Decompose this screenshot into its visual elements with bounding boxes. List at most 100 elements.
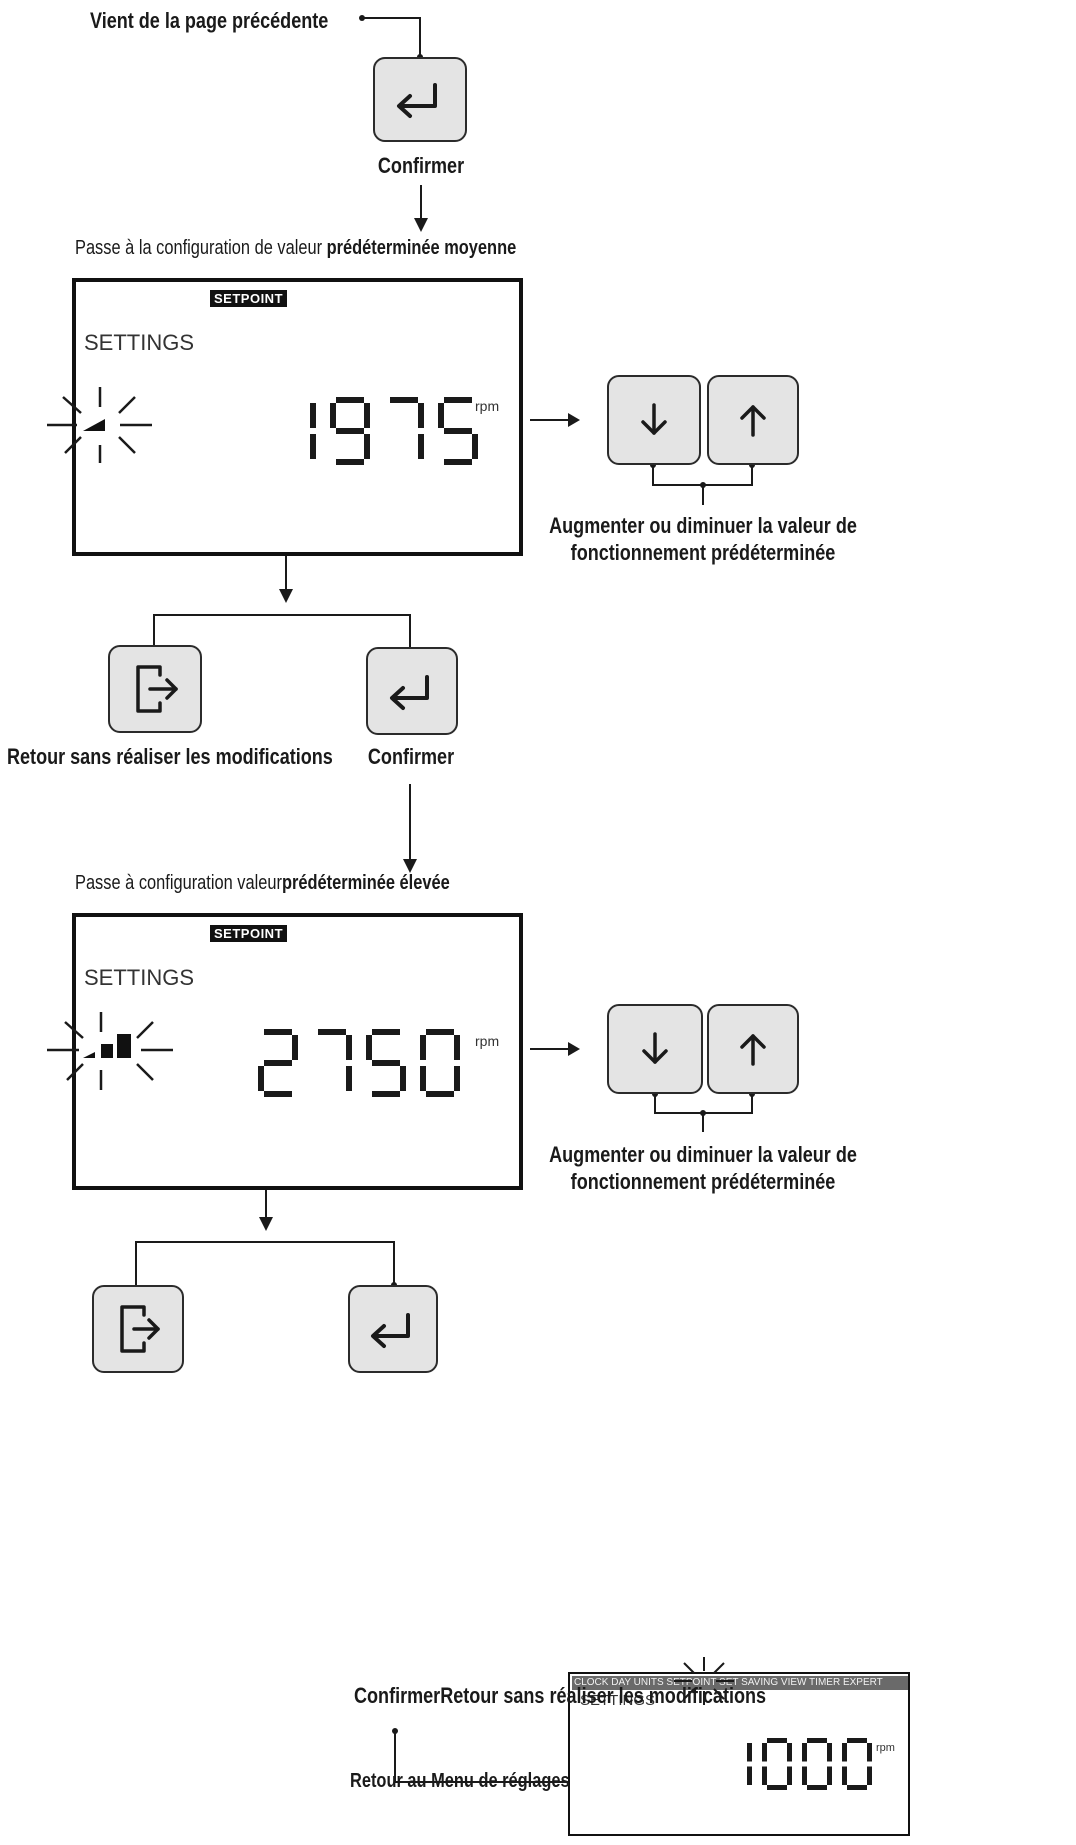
digit-2 [258, 1029, 298, 1097]
segment [747, 1766, 752, 1785]
segment [372, 1091, 400, 1097]
segment [807, 1785, 827, 1790]
digit-7 [318, 1029, 352, 1091]
segment [762, 1743, 767, 1762]
segment [867, 1743, 872, 1762]
segment [420, 1066, 426, 1091]
step1-caption-bold: prédéterminée moyenne [326, 237, 517, 259]
step2-caption: Passe à configuration valeurprédéterminé… [75, 872, 450, 895]
segment [390, 397, 418, 403]
step1-caption-prefix: Passe à la configuration de valeur [75, 237, 327, 259]
segment [418, 434, 424, 459]
confirm-label-2: Confirmer [367, 744, 455, 769]
digit-1 [747, 1743, 752, 1785]
exit-button-2[interactable] [92, 1285, 184, 1373]
increase-button-2[interactable] [707, 1004, 799, 1094]
segment [454, 1035, 460, 1060]
segment [264, 1060, 292, 1066]
digit-0 [842, 1738, 872, 1790]
adjust-caption-2b: fonctionnement prédéterminée [570, 1169, 836, 1194]
enter-return-icon [390, 675, 429, 710]
segment [336, 459, 364, 465]
enter-return-icon [371, 1313, 410, 1348]
segment [336, 397, 364, 403]
settings-label: SETTINGS [84, 965, 195, 990]
enter-return-icon [397, 83, 437, 118]
adjust-caption-1a: Augmenter ou diminuer la valeur de [549, 513, 857, 538]
digit-5 [366, 1029, 406, 1097]
segment [336, 428, 364, 434]
segment [258, 1066, 264, 1091]
blinking-rays-icon [47, 387, 152, 463]
segment [867, 1766, 872, 1785]
segment [310, 403, 316, 428]
return-menu-label: Retour au Menu de réglages [350, 1770, 570, 1792]
arrow-up-icon [740, 1034, 766, 1066]
step2-caption-prefix: Passe à configuration valeur [75, 872, 282, 894]
segment [346, 1035, 352, 1060]
setpoint-tag: SETPOINT [210, 290, 288, 307]
arrow-down-icon [642, 1032, 668, 1064]
segment [372, 1029, 400, 1035]
confirm-label-1: Confirmer [377, 153, 465, 178]
level-bar [83, 419, 105, 431]
settings-label: SETTINGS [580, 1692, 656, 1709]
segment [472, 434, 478, 459]
segment [767, 1785, 787, 1790]
segment [364, 434, 370, 459]
segment [366, 1035, 372, 1060]
menu-digits [720, 1736, 874, 1797]
settings-menu-bar: CLOCK DAY UNITS SETPOINT SET SAVING VIEW… [572, 1676, 908, 1690]
exit-door-icon [136, 665, 178, 713]
digit-1 [310, 403, 316, 459]
decrease-button-1[interactable] [607, 375, 701, 465]
segment [444, 459, 472, 465]
confirm-button-1[interactable] [373, 57, 467, 142]
segment [438, 403, 444, 428]
segment [310, 434, 316, 459]
lcd-display-high: SETPOINT SETTINGS rpm [72, 913, 523, 1190]
segment [454, 1066, 460, 1091]
settings-label: SETTINGS [84, 330, 195, 355]
segment [842, 1743, 847, 1762]
segment [842, 1766, 847, 1785]
segment [847, 1785, 867, 1790]
segment [807, 1738, 827, 1743]
increase-button-1[interactable] [707, 375, 799, 465]
segment [802, 1766, 807, 1785]
segment [847, 1738, 867, 1743]
segment [426, 1029, 454, 1035]
unit-label: rpm [475, 398, 500, 414]
arrow-down-icon [641, 403, 667, 435]
level-bars [83, 1034, 131, 1058]
adjust-caption-2a: Augmenter ou diminuer la valeur de [549, 1142, 857, 1167]
digit-9 [330, 397, 370, 465]
segment [420, 1035, 426, 1060]
unit-label: rpm [475, 1033, 500, 1049]
segment [330, 403, 336, 428]
segment [787, 1743, 792, 1762]
segment [762, 1766, 767, 1785]
segment [292, 1035, 298, 1060]
adjust-caption-1b: fonctionnement prédéterminée [570, 540, 836, 565]
confirm-button-3[interactable] [348, 1285, 438, 1373]
return-no-change-label-1: Retour sans réaliser les modifications [7, 744, 333, 769]
segment [827, 1743, 832, 1762]
exit-button-1[interactable] [108, 645, 202, 733]
segment [747, 1743, 752, 1762]
step2-caption-bold: prédéterminée élevée [281, 872, 450, 894]
decrease-button-2[interactable] [607, 1004, 703, 1094]
segment [802, 1743, 807, 1762]
confirm-return-overlap-label: ConfirmerRetour sans réaliser les modifi… [354, 1683, 767, 1708]
blinking-rays-icon [674, 1657, 734, 1705]
segment [418, 403, 424, 428]
setpoint-digits [256, 1027, 462, 1104]
segment [264, 1029, 292, 1035]
blinking-rays-icon [47, 1012, 173, 1090]
setpoint-digits [274, 395, 480, 472]
segment [444, 397, 472, 403]
digit-0 [802, 1738, 832, 1790]
segment [264, 1091, 292, 1097]
confirm-button-2[interactable] [366, 647, 458, 735]
